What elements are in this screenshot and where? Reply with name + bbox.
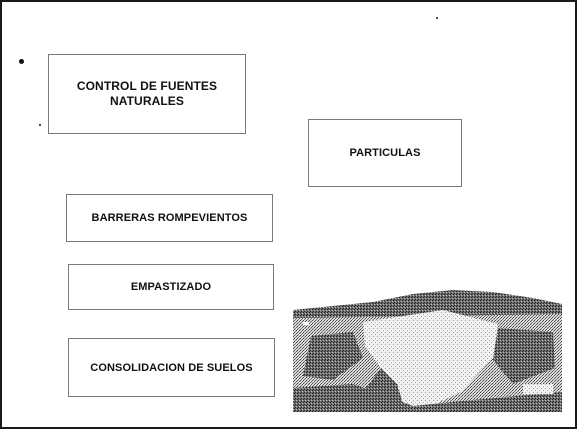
- particulas-box: PARTICULAS: [308, 119, 462, 187]
- control-fuentes-line1: CONTROL DE FUENTES: [76, 79, 218, 93]
- landscape-photo-icon: [293, 288, 562, 412]
- speck-mark: [39, 124, 41, 126]
- particulas-label: PARTICULAS: [349, 147, 421, 159]
- bullet-dot: [19, 59, 24, 64]
- empastizado-box: EMPASTIZADO: [68, 264, 274, 310]
- control-fuentes-line2: NATURALES: [109, 94, 184, 108]
- empastizado-label: EMPASTIZADO: [130, 281, 212, 293]
- consolidacion-suelos-box: CONSOLIDACION DE SUELOS: [68, 338, 275, 397]
- speck-mark: [436, 17, 438, 19]
- control-fuentes-naturales-box: CONTROL DE FUENTES NATURALES: [48, 54, 246, 134]
- barreras-label: BARRERAS ROMPEVIENTOS: [91, 212, 248, 224]
- barreras-rompevientos-box: BARRERAS ROMPEVIENTOS: [66, 194, 273, 242]
- consolidacion-label: CONSOLIDACION DE SUELOS: [90, 361, 253, 374]
